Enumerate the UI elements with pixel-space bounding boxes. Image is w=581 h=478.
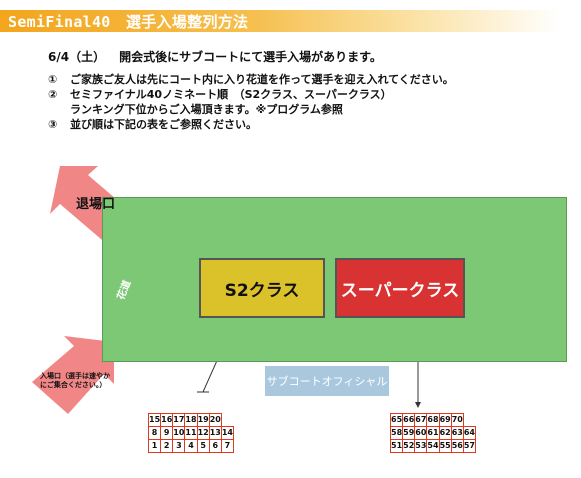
page-title: SemiFinal40 選手入場整列方法 [8,13,249,31]
grid-cell: 9 [160,426,174,440]
instruction-2-continued: ランキング下位からご入場頂きます。※プログラム参照 [70,103,343,116]
instruction-number: ① [48,73,58,86]
grid-cell: 18 [184,413,198,427]
grid-cell-empty [221,414,233,427]
grid-cell: 11 [184,426,198,440]
grid-cell: 1 [147,439,162,453]
grid-cell: 64 [462,426,476,440]
grid-cell: 17 [172,413,186,427]
grid-cell: 69 [438,413,452,427]
s2-class-box: S2クラス [199,258,325,318]
grid-row: 8 9 10 11 12 13 14 [147,426,234,440]
instruction-number: ③ [48,118,58,131]
grid-cell: 2 [160,439,174,453]
event-date: 6/4（土） [48,50,106,64]
grid-cell: 65 [389,413,404,427]
grid-cell: 54 [426,439,440,453]
grid-cell: 55 [438,439,452,453]
grid-cell: 62 [438,426,452,440]
grid-row: 1 2 3 4 5 6 7 [147,439,234,453]
instruction-1: ① ご家族ご友人は先にコート内に入り花道を作って選手を迎え入れてください。 [48,71,454,87]
grid-cell: 12 [196,426,210,440]
grid-cell: 4 [184,439,198,453]
grid-cell: 19 [196,413,210,427]
grid-row: 15 16 17 18 19 20 [147,413,234,427]
instruction-2: ② セミファイナル40ノミネート順 （S2クラス、スーパークラス） [48,86,392,102]
grid-cell-empty [463,414,475,427]
grid-cell: 67 [414,413,428,427]
super-class-box: スーパークラス [335,258,465,318]
instruction-3: ③ 並び順は下記の表をご参照ください。 [48,116,257,132]
title-bar: SemiFinal40 選手入場整列方法 [0,10,560,32]
grid-cell: 56 [450,439,464,453]
sub-court-official-box: サブコートオフィシャル [265,366,389,396]
grid-cell: 10 [172,426,186,440]
grid-cell: 59 [402,426,416,440]
grid-cell: 61 [426,426,440,440]
instruction-text: 並び順は下記の表をご参照ください。 [70,118,257,131]
grid-row: 65 66 67 68 69 70 [389,413,476,427]
grid-cell: 6 [208,439,222,453]
grid-cell: 15 [147,413,162,427]
sub-court-area [102,197,567,362]
date-line: 6/4（土） 開会式後にサブコートにて選手入場があります。 [48,48,382,65]
grid-cell: 63 [450,426,464,440]
grid-cell: 53 [414,439,428,453]
grid-cell: 5 [196,439,210,453]
grid-cell: 52 [402,439,416,453]
exit-label: 退場口 [76,197,116,212]
grid-cell: 57 [462,439,476,453]
grid-cell: 13 [208,426,222,440]
grid-row: 58 59 60 61 62 63 64 [389,426,476,440]
grid-cell: 51 [389,439,404,453]
grid-cell: 16 [160,413,174,427]
grid-row: 51 52 53 54 55 56 57 [389,439,476,453]
instruction-text: ご家族ご友人は先にコート内に入り花道を作って選手を迎え入れてください。 [70,73,454,86]
grid-cell: 70 [450,413,464,427]
instruction-text: セミファイナル40ノミネート順 （S2クラス、スーパークラス） [70,88,392,101]
grid-cell: 7 [220,439,234,453]
super-pointer-head [415,402,421,408]
instruction-number: ② [48,88,58,101]
grid-cell: 3 [172,439,186,453]
date-description: 開会式後にサブコートにて選手入場があります。 [119,50,382,64]
grid-cell: 58 [389,426,404,440]
grid-cell: 8 [147,426,162,440]
entrance-arrow [32,336,114,414]
grid-cell: 60 [414,426,428,440]
entrance-label: 入場口（選手は速やかにご集合ください。） [40,372,110,389]
super-lineup-grid: 65 66 67 68 69 70 58 59 60 61 62 63 64 5… [389,413,476,453]
s2-lineup-grid: 15 16 17 18 19 20 8 9 10 11 12 13 14 1 2… [147,413,234,453]
grid-cell: 68 [426,413,440,427]
grid-cell: 14 [220,426,234,440]
grid-cell: 20 [208,413,222,427]
grid-cell: 66 [402,413,416,427]
